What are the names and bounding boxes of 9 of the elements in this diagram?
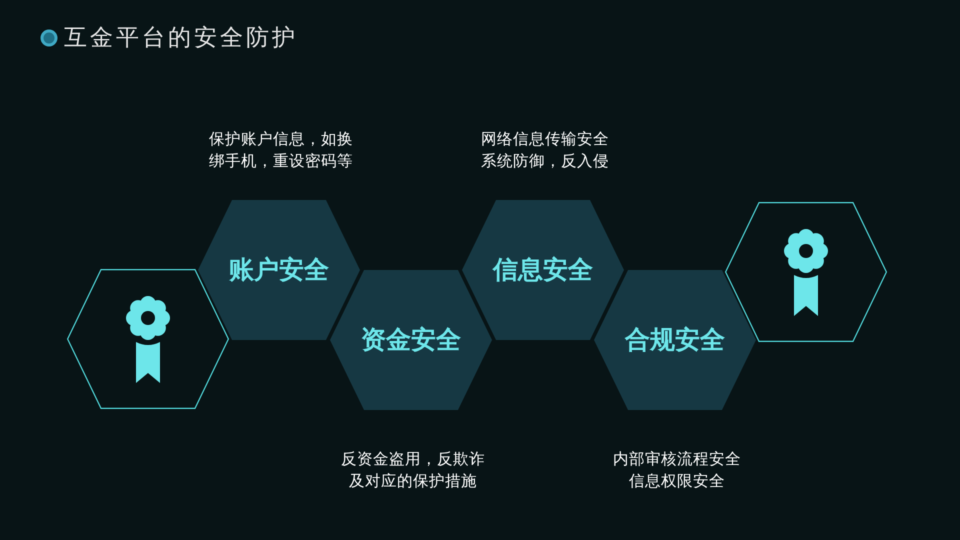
hexagon-label: 合规安全 (625, 325, 725, 354)
title: 互金平台的安全防护 (64, 24, 298, 53)
hexagon-label: 账户安全 (229, 255, 329, 284)
description-text: 内部审核流程安全信息权限安全 (612, 449, 742, 492)
hexagon-label: 资金安全 (361, 325, 461, 354)
description-text: 保护账户信息，如换绑手机，重设密码等 (208, 129, 354, 172)
description-text: 网络信息传输安全系统防御，反入侵 (480, 129, 610, 172)
hexagon-label: 信息安全 (493, 255, 593, 284)
description-text: 反资金盗用，反欺诈及对应的保护措施 (340, 449, 486, 492)
